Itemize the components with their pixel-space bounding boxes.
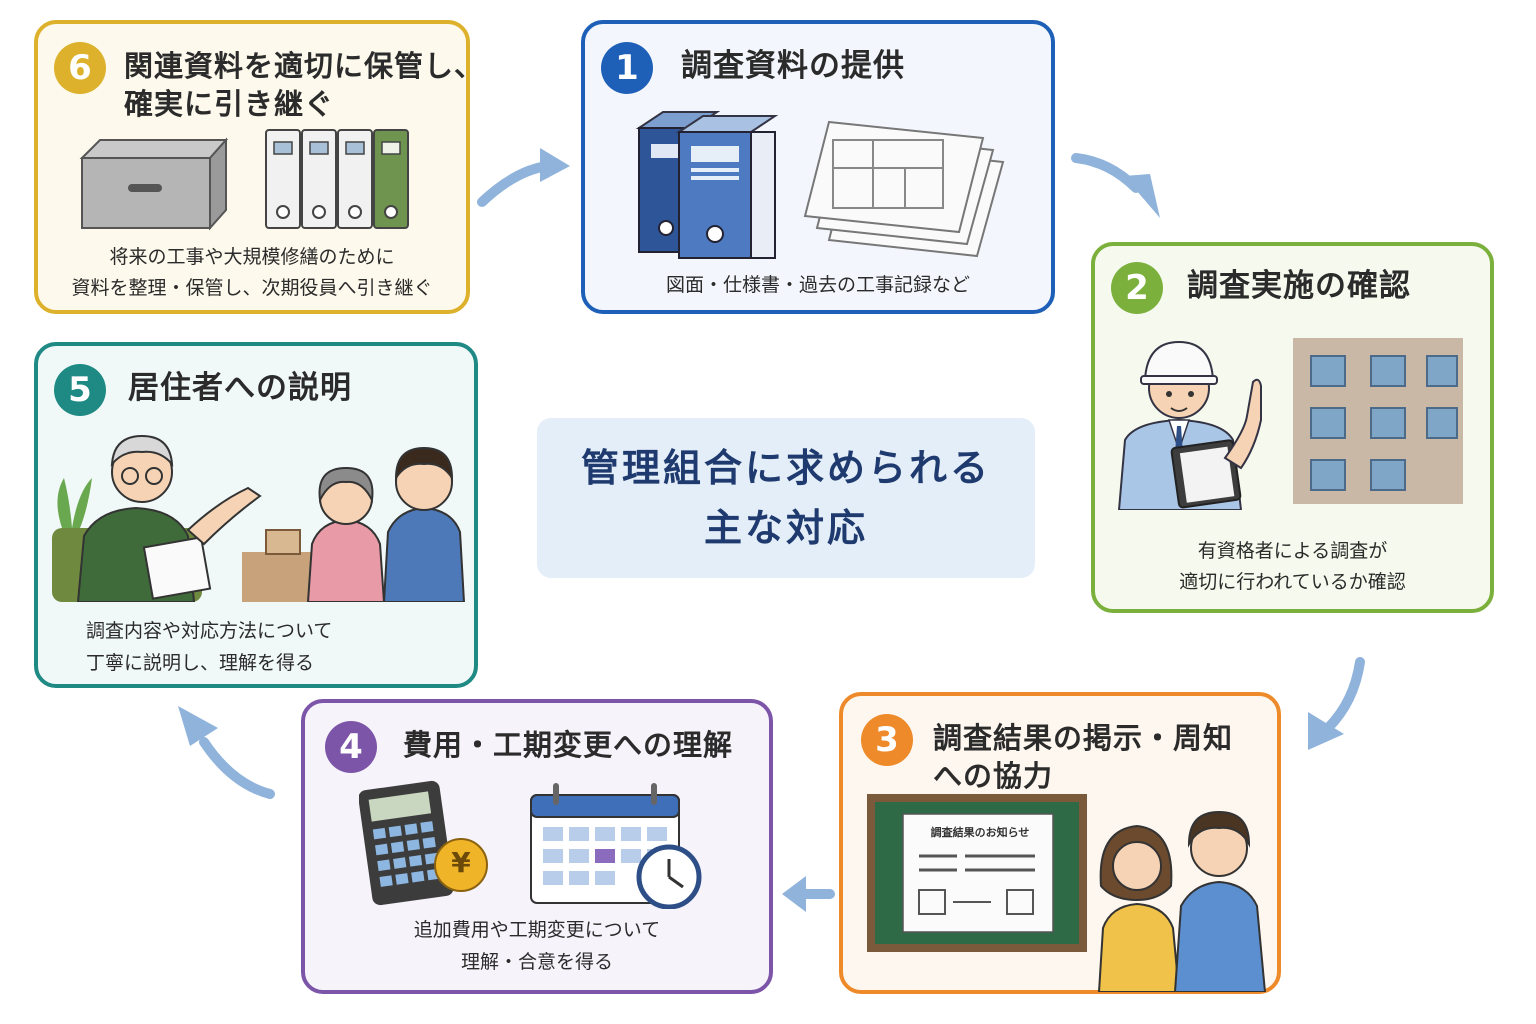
step-2-badge: 2 <box>1111 262 1163 314</box>
step-4-desc-line1: 追加費用や工期変更について <box>413 919 661 941</box>
notice-board-icon <box>867 794 1087 952</box>
step-6-desc-line1: 将来の工事や大規模修繕のために <box>109 246 395 268</box>
binders-and-drawings-icon <box>635 111 1005 259</box>
step-3-badge: 3 <box>861 714 913 766</box>
step-4-desc-line2: 理解・合意を得る <box>460 951 613 973</box>
arrow-2-to-3 <box>1308 657 1365 750</box>
step-6-title-line1: 関連資料を適切に保管し、 <box>124 49 485 83</box>
step-6-title-line2: 確実に引き継ぐ <box>124 87 335 121</box>
step-6-badge: 6 <box>54 42 106 94</box>
step-3-card: 3 調査結果の掲示・周知 への協力 調査結果のお知らせ <box>839 692 1281 994</box>
step-2-desc-line2: 適切に行われているか確認 <box>1179 571 1406 593</box>
center-label-line2: 主な対応 <box>703 506 868 550</box>
step-4-badge: 4 <box>325 721 377 773</box>
inspector-and-building-icon <box>1117 338 1463 510</box>
step-3-title-line2: への協力 <box>933 759 1054 793</box>
calculator-and-calendar-icon <box>359 780 702 909</box>
residents-couple-icon <box>1097 810 1267 992</box>
step-5-badge: 5 <box>54 364 106 416</box>
arrow-3-to-4 <box>782 876 835 912</box>
arrow-1-to-2 <box>1071 153 1160 218</box>
step-1-title: 調査資料の提供 <box>681 48 905 84</box>
step-4-title: 費用・工期変更への理解 <box>403 728 734 762</box>
notice-board-heading: 調査結果のお知らせ <box>930 826 1030 839</box>
step-1-card: 1 調査資料の提供 図面・仕様書・過去の工事記録など <box>581 20 1055 314</box>
arrow-6-to-1 <box>477 148 570 207</box>
step-2-card: 2 調査実施の確認 有資格者による調査が 適切に行われているか確認 <box>1091 242 1494 613</box>
step-6-card: 6 関連資料を適切に保管し、 確実に引き継ぐ 将来の工事や大規模修繕のために 資… <box>34 20 483 314</box>
step-5-card: 5 居住者への説明 調査内容や対応方法について 丁寧に説明し、理解を得る <box>34 342 478 688</box>
yen-symbol: ¥ <box>451 846 471 879</box>
storage-box-and-binders-icon <box>79 129 409 231</box>
step-4-card: 4 費用・工期変更への理解 ¥ 追加費用や工期変更について 理解・合意を得る <box>301 699 773 994</box>
step-2-title: 調査実施の確認 <box>1187 268 1411 304</box>
step-3-title-line1: 調査結果の掲示・周知 <box>933 721 1234 755</box>
step-1-desc: 図面・仕様書・過去の工事記録など <box>665 274 970 296</box>
center-label: 管理組合に求められる 主な対応 <box>537 418 1035 578</box>
step-1-badge: 1 <box>601 42 653 94</box>
step-5-desc-line2: 丁寧に説明し、理解を得る <box>86 652 315 674</box>
step-5-desc-line1: 調査内容や対応方法について <box>86 620 333 642</box>
step-2-desc-line1: 有資格者による調査が <box>1197 540 1388 562</box>
step-5-title: 居住者への説明 <box>128 370 352 406</box>
step-6-desc-line2: 資料を整理・保管し、次期役員へ引き継ぐ <box>71 277 433 299</box>
explaining-to-residents-icon <box>52 434 466 602</box>
center-label-line1: 管理組合に求められる <box>580 446 991 490</box>
arrow-4-to-5 <box>178 706 275 799</box>
